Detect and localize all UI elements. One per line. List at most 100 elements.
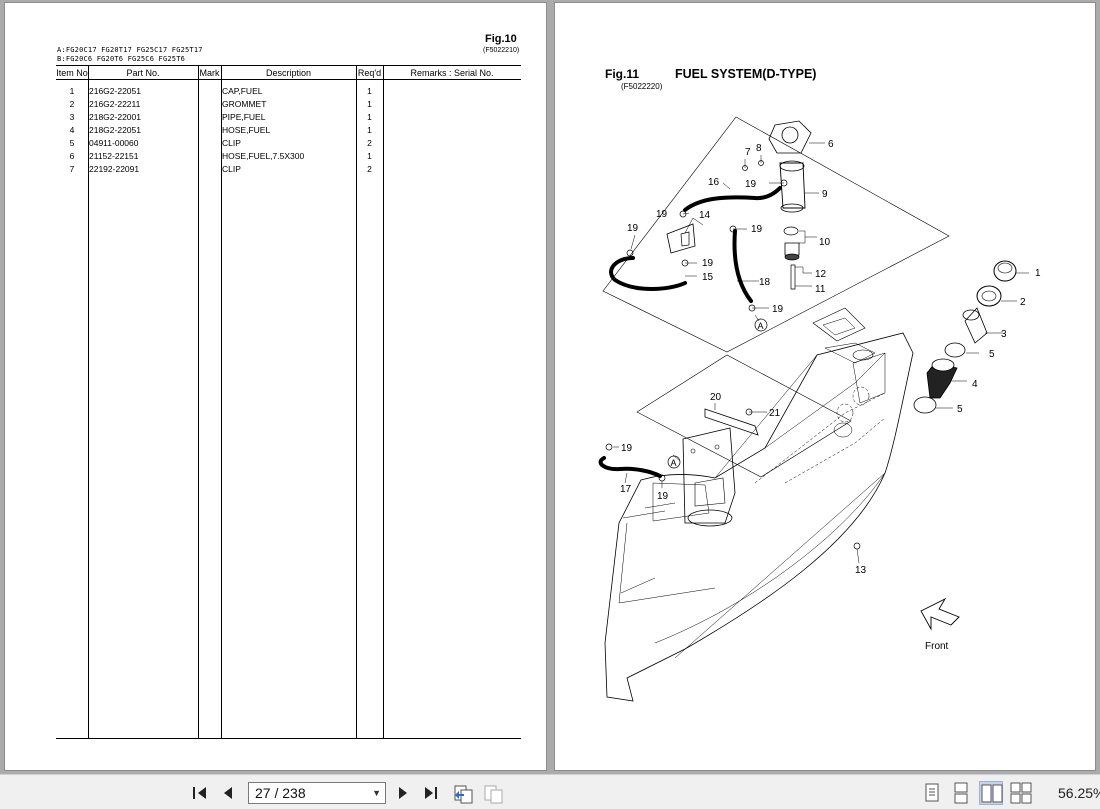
cell-part-no: 216G2-22051 (89, 86, 141, 96)
upper-reference-plane (602, 116, 950, 353)
callout-8: 8 (756, 143, 762, 154)
callout-numbers: 1 2 3 4 5 5 6 7 8 9 10 11 12 13 14 15 16… (620, 139, 1041, 576)
table-header-rule (56, 79, 521, 80)
column-divider (383, 65, 384, 739)
cell-part-no: 04911-00060 (89, 138, 139, 148)
callout-20: 20 (710, 392, 722, 403)
fuel-system-diagram: 1 2 3 4 5 5 6 7 8 9 10 11 12 13 14 15 16… (598, 116, 1041, 702)
header-part-no: Part No. (126, 68, 160, 78)
callout-4: 4 (972, 379, 978, 390)
cell-reqd: 1 (367, 99, 372, 109)
go-forward-icon[interactable] (482, 783, 503, 804)
callout-3: 3 (1001, 329, 1007, 340)
callout-19: 19 (621, 443, 633, 454)
callout-15: 15 (702, 272, 714, 283)
header-reqd: Req'd (357, 68, 382, 78)
fuel-tank (604, 307, 914, 702)
fig-label: Fig.11 (605, 67, 640, 81)
navigation-toolbar: 27 / 238 ▼ 56.25% (0, 774, 1100, 809)
diagram-title: FUEL SYSTEM(D-TYPE) (675, 67, 817, 81)
column-divider (198, 65, 199, 739)
leader-lines (613, 142, 1029, 564)
callout-19: 19 (657, 491, 669, 502)
cell-reqd: 2 (367, 138, 372, 148)
reference-mark-a-label: A (671, 458, 677, 468)
callout-1: 1 (1035, 268, 1041, 279)
cell-description: CLIP (222, 164, 241, 174)
cell-part-no: 218G2-22001 (89, 112, 141, 122)
header-item-no: Item No (56, 68, 88, 78)
header-description: Description (265, 68, 312, 78)
column-divider (221, 65, 222, 739)
table-top-rule (56, 65, 521, 66)
last-page-icon[interactable] (421, 783, 441, 803)
reference-mark-a: A A (667, 318, 768, 469)
page-indicator: 27 / 238 (255, 785, 306, 801)
cell-item-no: 4 (69, 125, 75, 135)
fuel-hoses (598, 186, 782, 478)
cell-description: CLIP (222, 138, 241, 148)
callout-17: 17 (620, 484, 632, 495)
filler-neck-parts (913, 260, 1017, 414)
callout-11: 11 (815, 284, 826, 295)
left-page: Fig.10 (F5022210) A:FG20C17 FG20T17 FG25… (4, 2, 547, 771)
brackets (666, 223, 759, 527)
continuous-view-icon[interactable] (949, 781, 973, 805)
front-arrow-icon (920, 597, 960, 631)
go-back-icon[interactable] (452, 783, 473, 804)
callout-10: 10 (819, 237, 831, 248)
callout-5: 5 (957, 404, 963, 415)
cell-item-no: 2 (69, 99, 75, 109)
cell-part-no: 22192-22091 (89, 164, 140, 174)
cell-description: CAP,FUEL (222, 86, 263, 96)
callout-16: 16 (708, 177, 720, 188)
cell-part-no: 218G2-22051 (89, 125, 141, 135)
cell-item-no: 7 (69, 164, 75, 174)
callout-7: 7 (745, 147, 751, 158)
front-label: Front (925, 641, 949, 652)
facing-pages-view-icon[interactable] (979, 781, 1003, 805)
zoom-level[interactable]: 56.25% (1058, 785, 1100, 801)
callout-19: 19 (745, 179, 757, 190)
callout-13: 13 (855, 565, 867, 576)
cell-part-no: 21152-22151 (89, 151, 139, 161)
callout-5: 5 (989, 349, 995, 360)
cell-item-no: 1 (69, 86, 75, 96)
callout-19: 19 (656, 209, 668, 220)
fuel-filter-assembly (768, 120, 812, 290)
page-number-input[interactable]: 27 / 238 ▼ (248, 782, 386, 804)
callout-19: 19 (772, 304, 784, 315)
cell-item-no: 6 (69, 151, 75, 161)
fittings (605, 160, 861, 550)
table-bottom-rule (56, 738, 521, 739)
chevron-down-icon[interactable]: ▼ (372, 788, 381, 798)
callout-19: 19 (627, 223, 639, 234)
model-line-b: B:FG20C6 FG20T6 FG25C6 FG25T6 (57, 55, 186, 63)
cell-description: HOSE,FUEL (222, 125, 271, 135)
callout-19: 19 (751, 224, 763, 235)
cell-item-no: 3 (69, 112, 75, 122)
cell-reqd: 2 (367, 164, 372, 174)
callout-12: 12 (815, 269, 827, 280)
next-page-icon[interactable] (393, 783, 413, 803)
cell-reqd: 1 (367, 112, 372, 122)
cell-description: PIPE,FUEL (222, 112, 266, 122)
callout-14: 14 (699, 210, 711, 221)
cell-reqd: 1 (367, 86, 372, 96)
callout-9: 9 (822, 189, 828, 200)
cell-reqd: 1 (367, 151, 372, 161)
cell-item-no: 5 (69, 138, 75, 148)
previous-page-icon[interactable] (218, 783, 238, 803)
reference-mark-a-label: A (758, 321, 764, 331)
callout-2: 2 (1020, 297, 1026, 308)
fig-label: Fig.10 (485, 33, 517, 45)
header-remarks: Remarks : Serial No. (410, 68, 494, 78)
single-page-view-icon[interactable] (920, 781, 944, 805)
callout-18: 18 (759, 277, 771, 288)
model-line-a: A:FG20C17 FG20T17 FG25C17 FG25T17 (57, 46, 203, 54)
first-page-icon[interactable] (190, 783, 210, 803)
column-divider (88, 65, 89, 739)
cell-description: HOSE,FUEL,7.5X300 (222, 151, 305, 161)
continuous-facing-view-icon[interactable] (1009, 781, 1033, 805)
callout-6: 6 (828, 139, 834, 150)
